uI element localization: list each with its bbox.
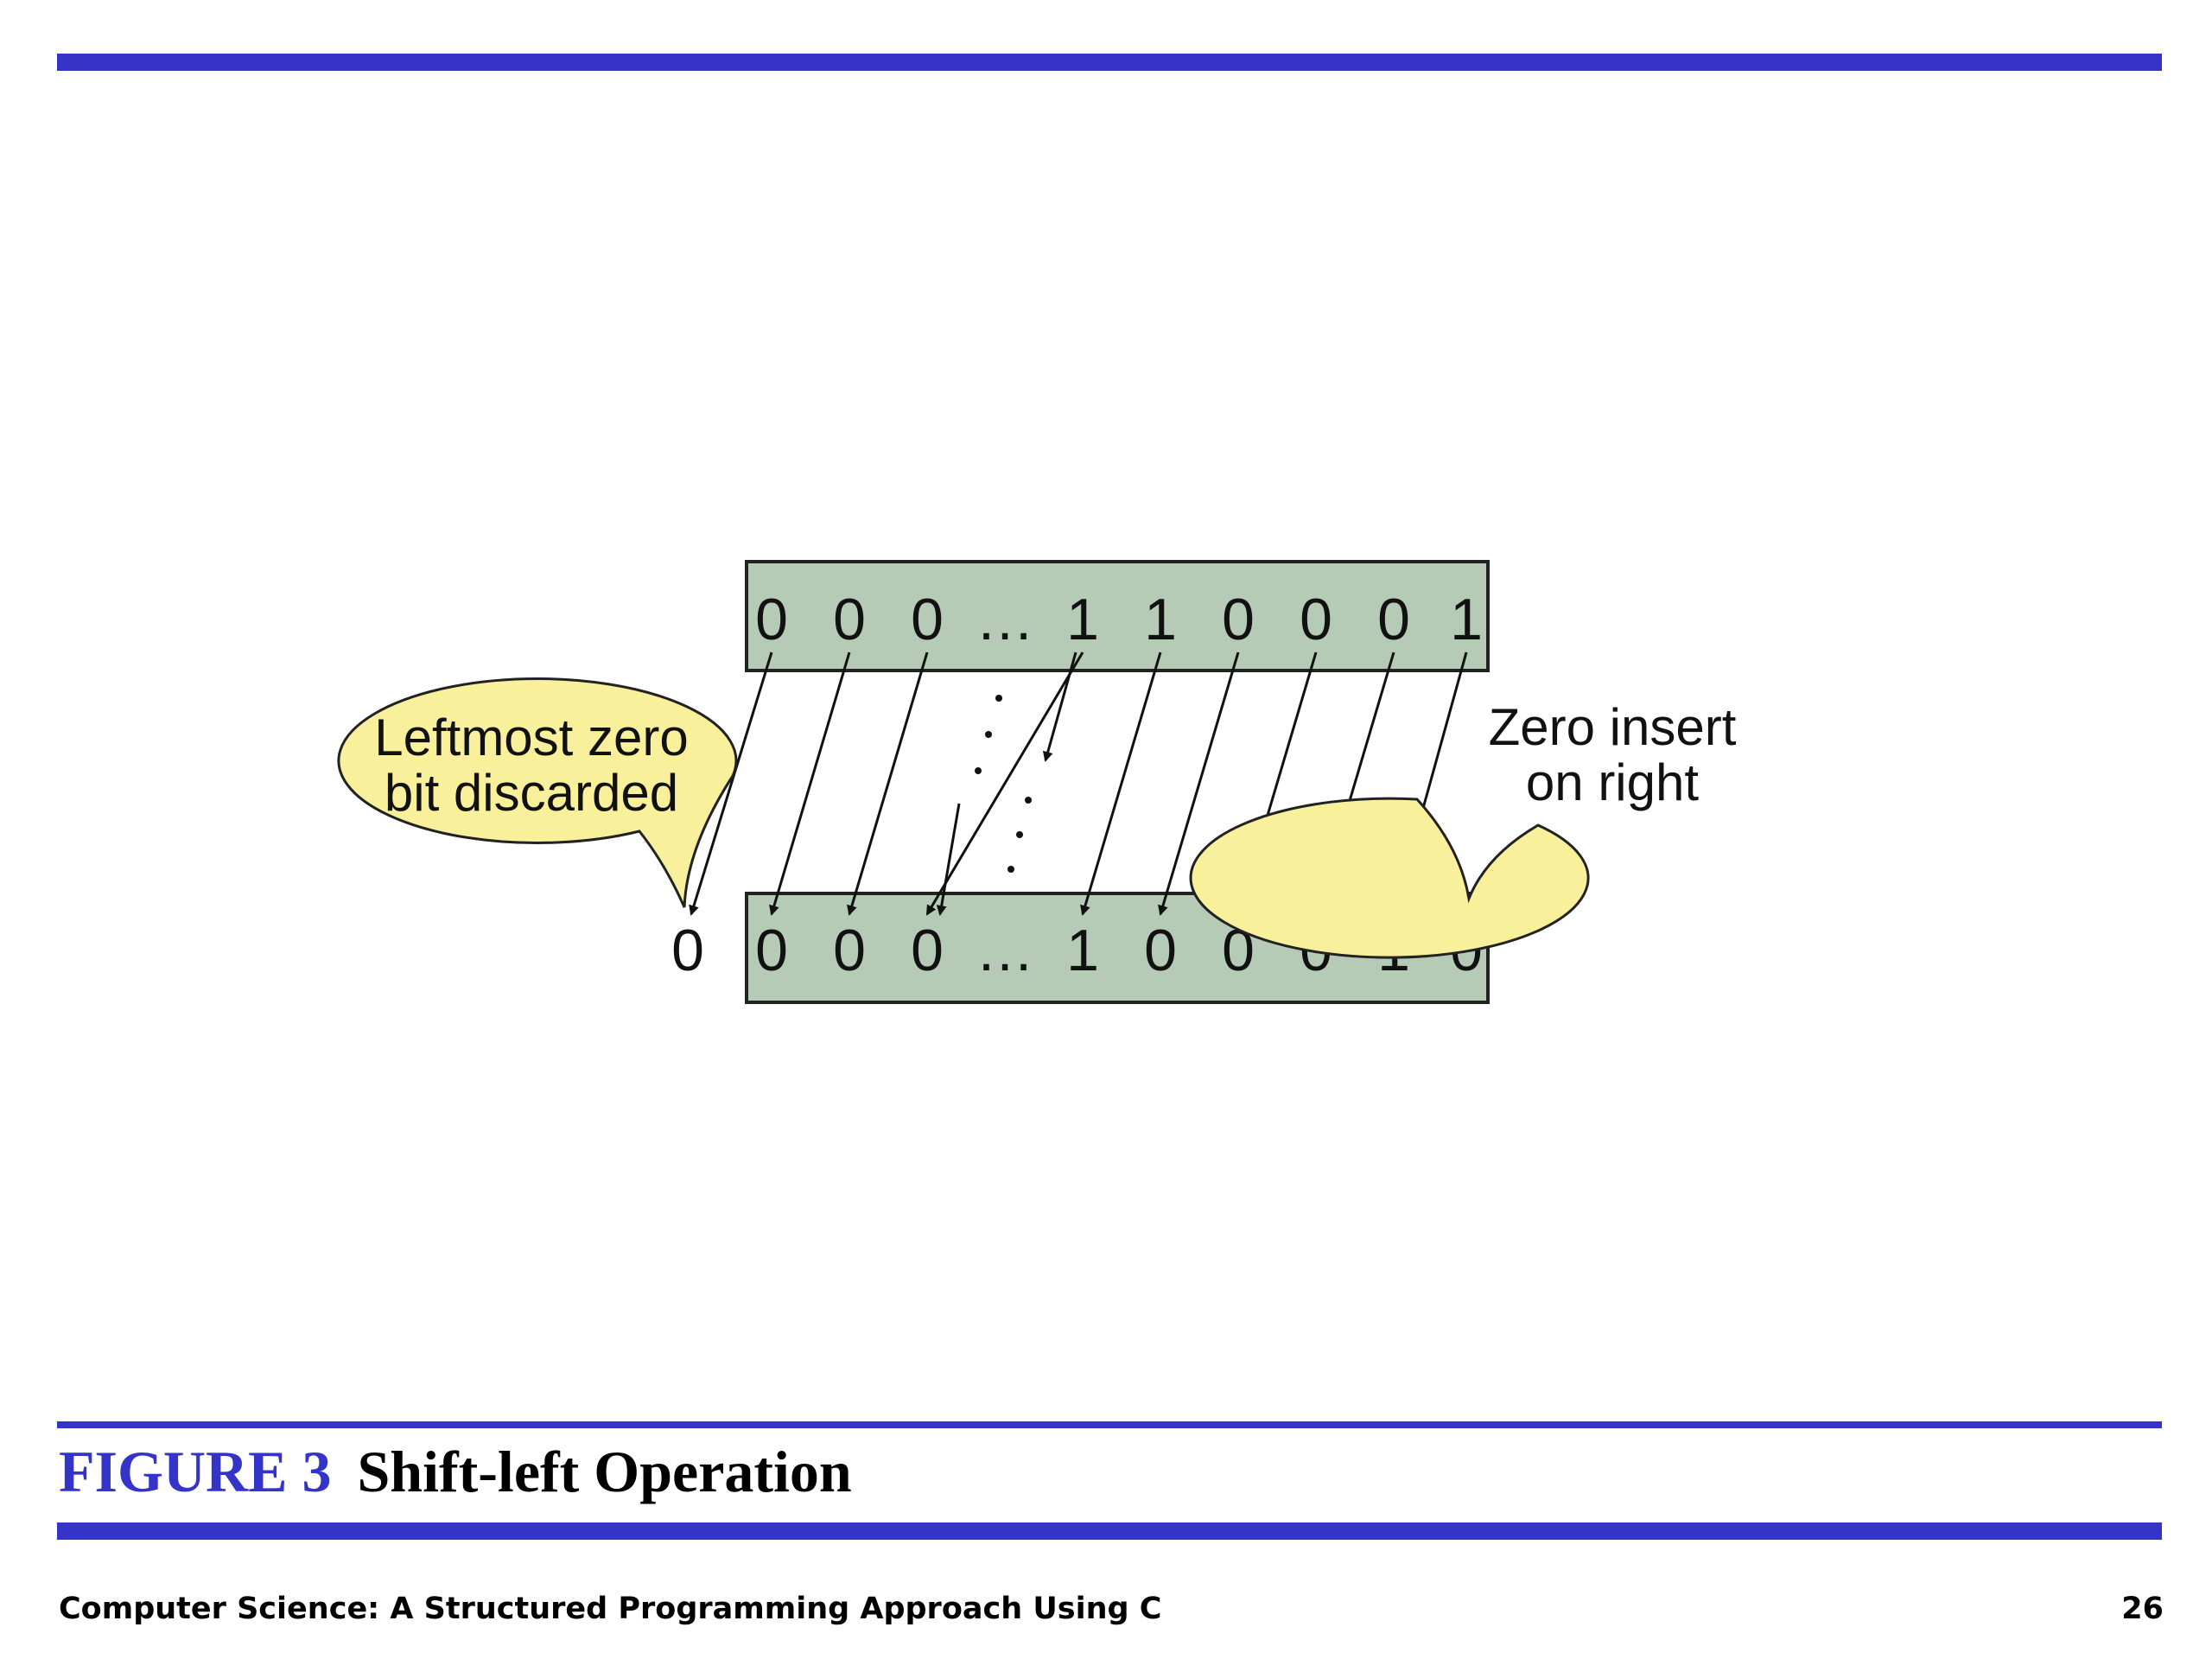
shifted-bit-1: 0 — [833, 918, 866, 983]
figure-caption: FIGURE 3 Shift-left Operation — [59, 1430, 852, 1513]
ellipsis-dots — [975, 695, 1032, 873]
page-number: 26 — [2121, 1592, 2164, 1626]
original-register — [745, 560, 1490, 672]
figure-label: FIGURE 3 — [59, 1439, 332, 1504]
left-callout: Leftmost zero bit discarded — [337, 677, 738, 908]
original-bit-5: 1 — [1144, 587, 1177, 652]
original-bit-7: 0 — [1300, 587, 1332, 652]
caption-bottom-rule — [57, 1522, 2162, 1540]
original-bit-0: 0 — [755, 587, 788, 652]
ellipsis-arrow-0 — [1042, 652, 1077, 762]
original-bit-6: 0 — [1222, 587, 1255, 652]
shift-arrow-4 — [1080, 652, 1162, 916]
shift-arrow-1 — [769, 652, 851, 916]
right-callout-line-1: Zero insert — [1489, 698, 1737, 756]
original-bit-9: 1 — [1450, 587, 1483, 652]
discarded-bit: 0 — [671, 918, 704, 983]
shifted-bit-2: 0 — [911, 918, 944, 983]
shifted-bit-4: 1 — [1066, 918, 1099, 983]
footer-book-title: Computer Science: A Structured Programmi… — [59, 1592, 1162, 1626]
shift-arrow-2 — [847, 652, 929, 916]
original-bit-2: 0 — [911, 587, 944, 652]
original-bit-3: … — [976, 587, 1034, 652]
figure-title: Shift-left Operation — [357, 1439, 852, 1504]
shift-arrow-5 — [1158, 652, 1240, 916]
shifted-bit-3: … — [976, 918, 1034, 983]
shift-arrow-3 — [925, 652, 1084, 916]
original-bit-4: 1 — [1066, 587, 1099, 652]
left-callout-line-2: bit discarded — [385, 764, 678, 822]
ellipsis-arrow-1 — [936, 803, 961, 916]
original-bit-8: 0 — [1377, 587, 1410, 652]
right-callout: Zero insert on right — [1189, 698, 1737, 959]
right-callout-line-2: on right — [1526, 753, 1699, 811]
caption-top-rule — [57, 1421, 2162, 1428]
shifted-bit-5: 0 — [1144, 918, 1177, 983]
shift-arrow-0 — [689, 652, 773, 916]
shifted-bit-0: 0 — [755, 918, 788, 983]
original-bit-1: 0 — [833, 587, 866, 652]
top-rule — [57, 54, 2162, 71]
left-callout-line-1: Leftmost zero — [374, 709, 689, 766]
